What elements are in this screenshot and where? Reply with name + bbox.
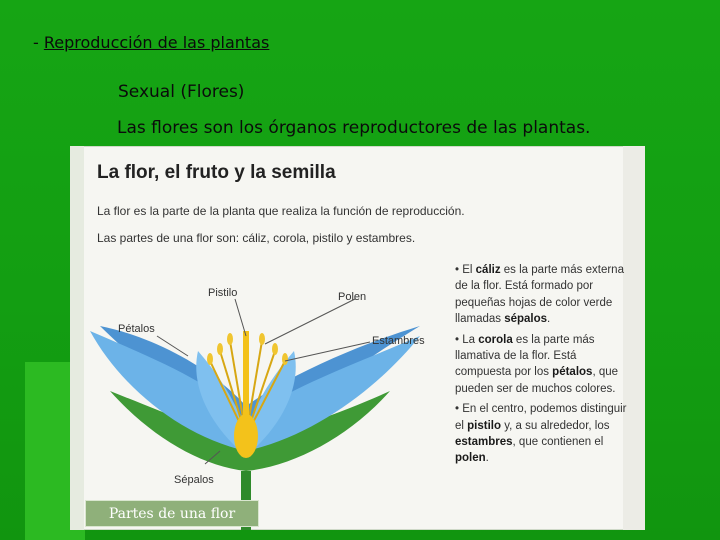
heading-dash: - <box>33 33 44 52</box>
label-pistilo: Pistilo <box>208 287 237 299</box>
bullet-text: . <box>547 313 550 325</box>
bullet-bold: sépalos <box>504 313 547 325</box>
bullet-corola: • La corola es la parte más llamativa de… <box>455 332 630 398</box>
bullet-bold: pétalos <box>552 366 592 378</box>
heading-title: Reproducción de las plantas <box>44 33 269 52</box>
bullet-bold: pistilo <box>467 420 501 432</box>
label-polen: Polen <box>338 291 366 303</box>
bullet-list: • El cáliz es la parte más externa de la… <box>455 262 630 471</box>
label-sepalos: Sépalos <box>174 474 214 486</box>
textbook-scan-image: La flor, el fruto y la semilla La flor e… <box>70 146 645 530</box>
image-caption: Partes de una flor <box>85 500 259 527</box>
bullet-text: • El <box>455 264 476 276</box>
bullet-text: , que contienen el <box>513 436 604 448</box>
slide-body-text: Las flores son los órganos reproductores… <box>117 118 590 138</box>
bullet-bold: polen <box>455 452 486 464</box>
label-estambres: Estambres <box>372 335 425 347</box>
slide-heading: - Reproducción de las plantas <box>33 33 269 52</box>
bullet-bold: cáliz <box>476 264 501 276</box>
bullet-bold: estambres <box>455 436 513 448</box>
bullet-text: • La <box>455 334 478 346</box>
bullet-caliz: • El cáliz es la parte más externa de la… <box>455 262 630 328</box>
label-petalos: Pétalos <box>118 323 155 335</box>
bullet-text: . <box>486 452 489 464</box>
bullet-bold: corola <box>478 334 513 346</box>
slide-subheading: Sexual (Flores) <box>118 82 244 102</box>
bullet-pistilo: • En el centro, podemos distinguir el pi… <box>455 401 630 467</box>
bullet-text: y, a su alrededor, los <box>501 420 609 432</box>
